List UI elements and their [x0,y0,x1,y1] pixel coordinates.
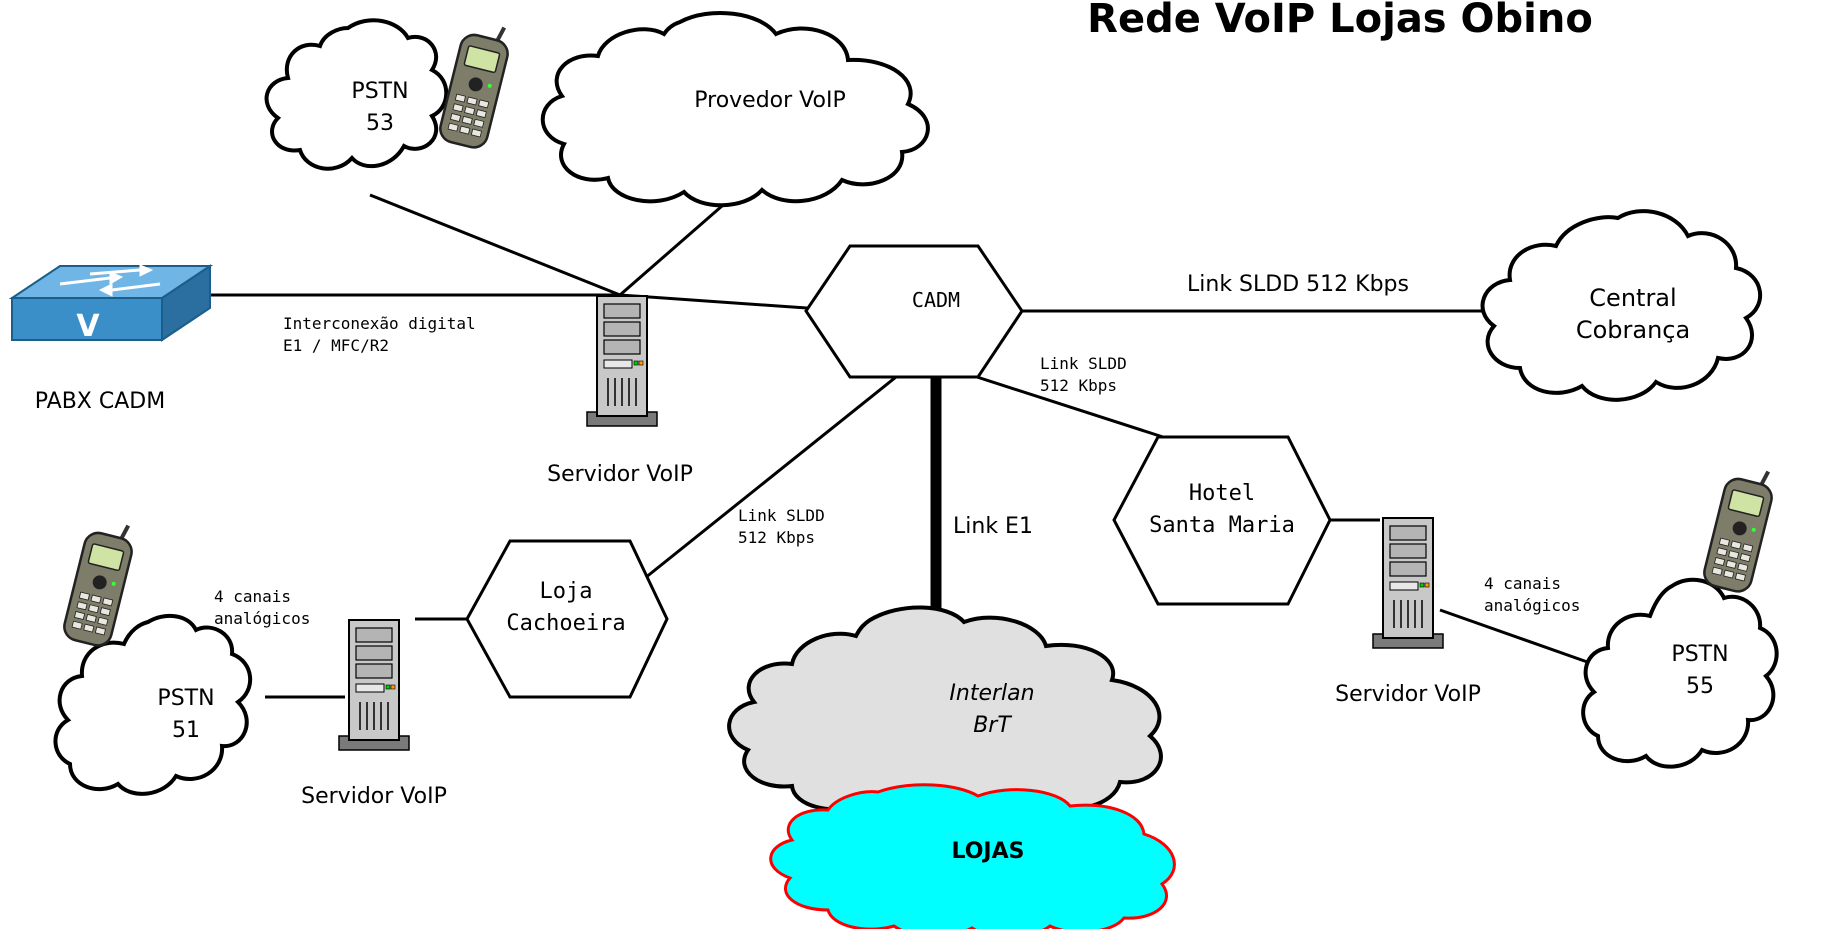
server-icon-left [338,619,410,751]
interconexao-label-1: Interconexão digital [283,314,476,333]
link-e1-label: Link E1 [953,514,1033,539]
loja-label-2: Cachoeira [506,611,625,636]
central-cobranca-label-2: Cobrança [1576,316,1690,344]
cloud-pstn53 [264,18,449,171]
server-icon-top [586,295,658,427]
cloud-provedor-voip [540,10,930,208]
hex-hotel-santa-maria [1112,435,1332,606]
phone-icon-pstn53 [435,16,516,153]
line-cadm-loja [644,375,897,580]
connection-lines [130,190,1611,699]
hex-loja-cachoeira [465,539,669,699]
cloud-central-cobranca [1480,209,1763,402]
cloud-pstn51 [53,613,253,796]
sldd-hotel-label-2: 512 Kbps [1040,376,1117,395]
pstn51-label-1: PSTN [157,686,214,711]
pstn53-label-2: 53 [366,111,394,136]
canais-right-label-1: 4 canais [1484,574,1561,593]
phone-icon-pstn55 [1699,460,1780,597]
canais-right-label-2: analógicos [1484,596,1580,615]
hex-cadm [804,244,1024,379]
sldd-loja-label-2: 512 Kbps [738,528,815,547]
sldd-hotel-label-1: Link SLDD [1040,354,1127,373]
pstn53-label-1: PSTN [351,79,408,104]
svg-text:V: V [76,309,100,344]
pabx-switch-icon: V [8,264,214,344]
servidor-left-label: Servidor VoIP [301,784,447,809]
lojas-label: LOJAS [952,839,1025,864]
servidor-right-label: Servidor VoIP [1335,682,1481,707]
server-icon-right [1372,517,1444,649]
canais-left-label-1: 4 canais [214,587,291,606]
servidor-top-label: Servidor VoIP [547,462,693,487]
link-sldd-central-label: Link SLDD 512 Kbps [1187,272,1409,297]
hotel-label-2: Santa Maria [1149,513,1295,538]
line-cadm-hotel [976,375,1164,439]
interconexao-label-2: E1 / MFC/R2 [283,336,389,355]
pstn55-label-1: PSTN [1671,642,1728,667]
sldd-loja-label-1: Link SLDD [738,506,825,525]
canais-left-label-2: analógicos [214,609,310,628]
phone-icon-pstn51 [59,514,140,651]
loja-label-1: Loja [540,579,593,604]
diagram-title: Rede VoIP Lojas Obino [1087,0,1593,42]
pabx-label: PABX CADM [35,389,165,414]
line-servidor-pstn55 [1439,608,1611,672]
line-provedor-servidor [619,190,739,297]
interlan-label-2: BrT [973,713,1012,738]
central-cobranca-label-1: Central [1589,284,1676,312]
pstn55-label-2: 55 [1686,674,1714,699]
cadm-label: CADM [912,288,960,312]
line-pstn53-servidor [369,193,621,297]
interlan-label-1: Interlan [949,681,1034,706]
provedor-voip-label: Provedor VoIP [694,88,845,113]
pstn51-label-2: 51 [172,718,200,743]
hotel-label-1: Hotel [1189,481,1255,506]
cloud-lojas [769,783,1176,929]
cloud-pstn55 [1581,577,1779,769]
